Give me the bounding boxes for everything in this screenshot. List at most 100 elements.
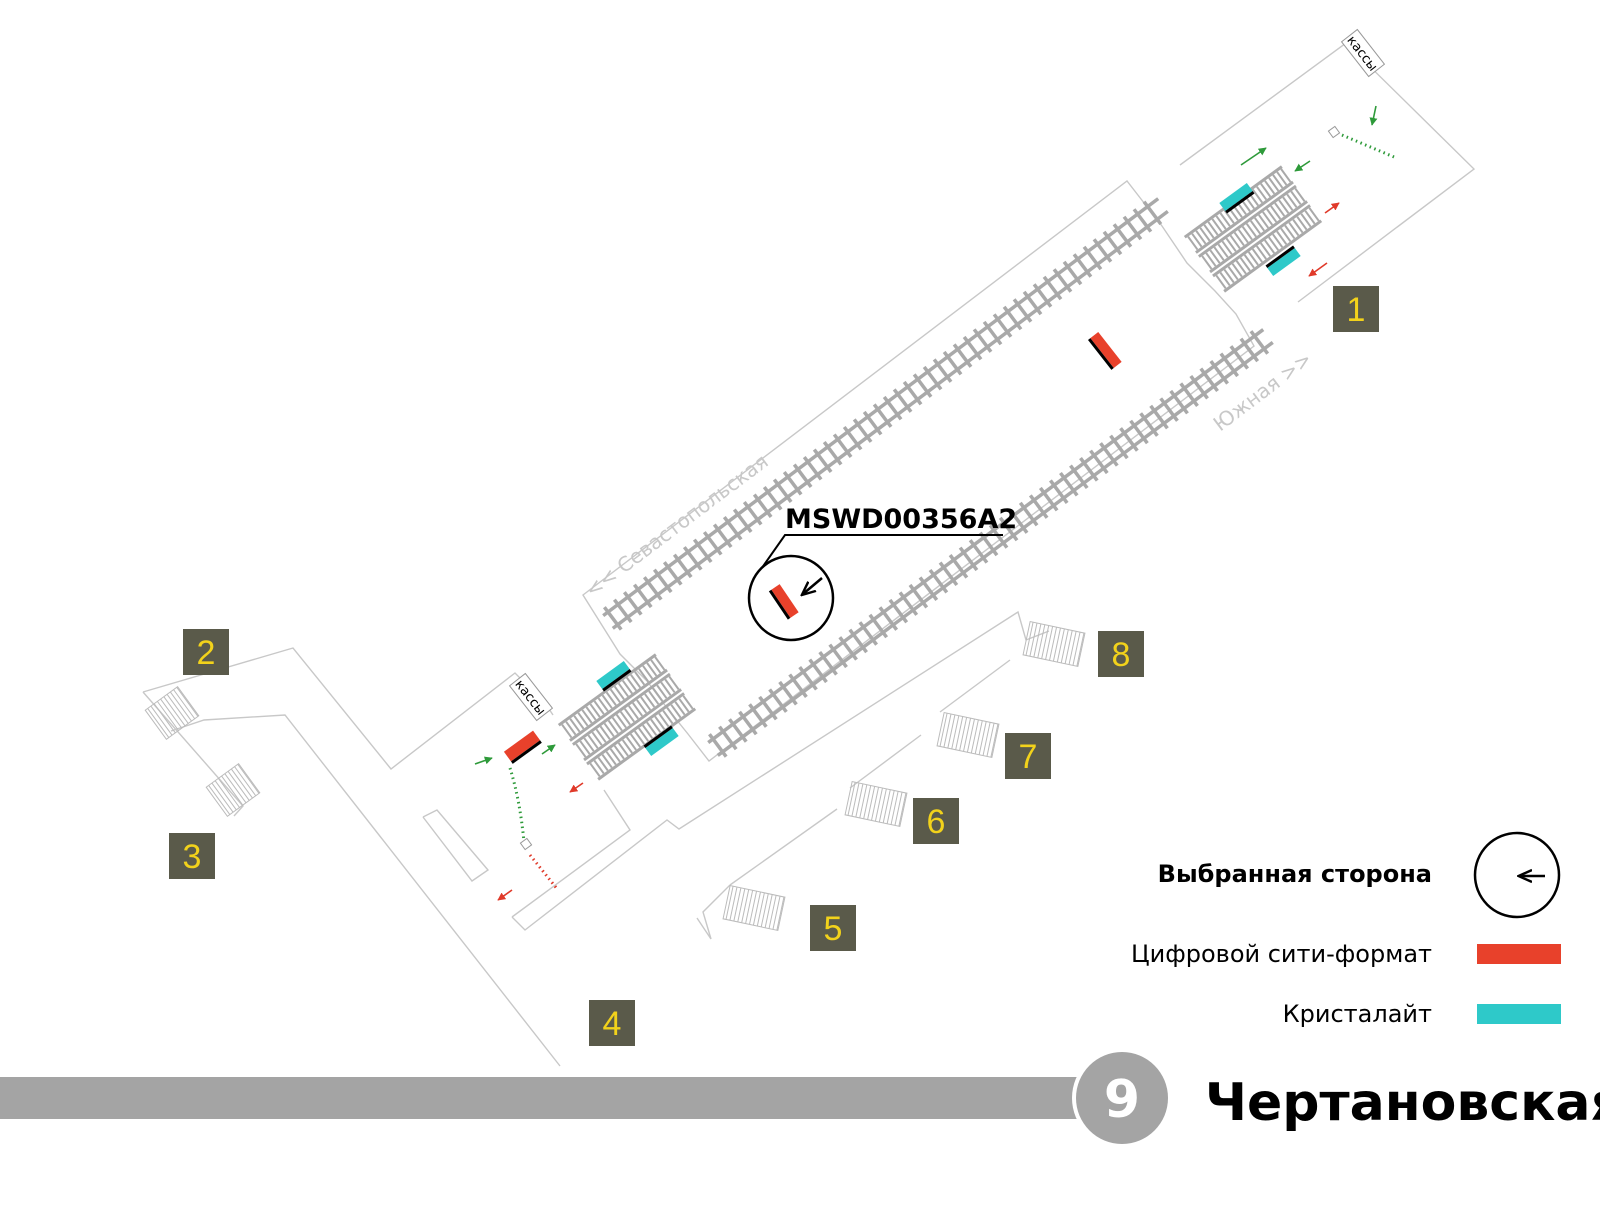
track-sleeper <box>992 313 1013 338</box>
exit-number: 2 <box>197 634 216 672</box>
line-footer: 9 Чертановская <box>0 1048 1600 1148</box>
exit-number: 6 <box>927 803 946 841</box>
track-sleeper <box>912 373 933 398</box>
track-sleeper <box>968 539 989 564</box>
track-sleeper <box>1052 268 1073 293</box>
track-sleeper <box>1179 382 1199 407</box>
track-sleeper <box>868 613 889 639</box>
legend-selected-side-circle <box>1473 831 1561 919</box>
track-sleeper <box>952 343 973 368</box>
bottom-right-wall <box>511 789 631 918</box>
track-sleeper <box>918 576 939 601</box>
turnstile-exit-bottom <box>528 854 560 891</box>
corridor-7-line <box>939 659 1011 713</box>
metro-line-bar <box>0 1077 1080 1119</box>
track-sleeper <box>1002 305 1023 331</box>
turnstile-posts <box>519 125 1341 851</box>
track-sleeper <box>1249 330 1270 355</box>
track-sleeper <box>978 531 999 557</box>
track-sleeper <box>692 538 713 564</box>
track-sleeper <box>1132 208 1153 233</box>
turnstile-entry-top <box>1341 133 1395 159</box>
track-sleeper <box>1059 471 1079 497</box>
exit-arrow <box>1324 202 1340 214</box>
track-sleeper <box>942 350 963 376</box>
track-sleeper <box>772 478 793 503</box>
track-sleeper <box>998 516 1019 542</box>
track-sleeper <box>728 718 748 743</box>
selected-panel-callout: MSWD00356A2 <box>747 504 1017 642</box>
track-sleeper <box>1129 419 1149 445</box>
stair-exit-3 <box>205 762 261 818</box>
track-sleeper <box>958 546 979 572</box>
track-sleeper <box>862 410 883 436</box>
track-sleeper <box>1239 337 1260 363</box>
crystallight-panel <box>1265 245 1301 277</box>
entry-arrow <box>541 744 556 755</box>
track-sleeper <box>802 455 823 481</box>
escalators <box>557 165 1323 781</box>
exit-badge-8: 8 <box>1098 631 1144 677</box>
track-sleeper <box>762 486 783 511</box>
track-sleeper <box>672 553 693 579</box>
track-sleeper <box>632 583 653 609</box>
track-sleeper <box>1169 389 1189 415</box>
track-sleeper <box>1012 298 1033 323</box>
track-sleeper <box>818 651 838 676</box>
track-sleeper <box>1032 283 1053 308</box>
track-sleeper <box>1229 345 1250 370</box>
track-sleeper <box>822 440 843 466</box>
track-sleeper <box>988 524 1009 549</box>
track-sleeper <box>778 680 798 706</box>
track-sleeper <box>1199 367 1219 393</box>
track-sleeper <box>1112 223 1133 248</box>
selected-panel-marker <box>768 584 799 620</box>
track-sleeper <box>1069 464 1089 490</box>
flow-arrows <box>474 105 1378 901</box>
track-sleeper <box>1049 479 1069 504</box>
exit-number: 1 <box>1347 291 1366 329</box>
track-sleeper <box>782 470 803 496</box>
track-sleeper <box>1038 486 1059 512</box>
escalator-group-top <box>1183 165 1323 293</box>
track-sleeper <box>838 636 858 661</box>
exit-number: 4 <box>603 1005 622 1043</box>
track-sleeper <box>928 568 949 594</box>
digital-city-format-panel <box>1087 331 1122 370</box>
track-sleeper <box>1189 374 1209 400</box>
track-sleeper <box>1109 434 1129 460</box>
selected-panel-id: MSWD00356A2 <box>785 504 1017 535</box>
track-sleeper <box>788 673 808 698</box>
track-sleeper <box>1089 449 1109 475</box>
arrow-icon <box>803 577 823 594</box>
exit-badge-5: 5 <box>810 905 856 951</box>
corridor-6-line <box>849 734 922 789</box>
track-sleeper <box>712 523 733 549</box>
exit-arrow <box>569 782 584 793</box>
track-sleeper <box>962 335 983 361</box>
track-sleeper <box>1092 238 1113 263</box>
track-sleeper <box>702 531 723 556</box>
track-sleeper <box>652 568 673 594</box>
track-lower <box>707 328 1274 758</box>
track-sleeper <box>902 380 923 406</box>
track-sleeper <box>922 365 943 391</box>
track-sleeper <box>882 395 903 421</box>
track-sleeper <box>1209 360 1229 385</box>
callout-leader-line <box>758 534 1003 573</box>
track-sleeper <box>768 688 788 713</box>
track-sleeper <box>732 508 753 534</box>
track-sleeper <box>1082 245 1103 271</box>
stair-exit-8 <box>1022 620 1086 668</box>
selected-panel-circle <box>747 554 835 642</box>
exit-number: 7 <box>1019 738 1038 776</box>
station-name: Чертановская <box>1205 1073 1600 1133</box>
stair-exit-5 <box>722 884 786 932</box>
entry-arrow <box>474 756 493 765</box>
track-sleeper <box>642 576 663 601</box>
track-sleeper <box>1119 427 1139 452</box>
ad-panels <box>503 182 1301 764</box>
digital-city-format-panel <box>503 730 542 764</box>
